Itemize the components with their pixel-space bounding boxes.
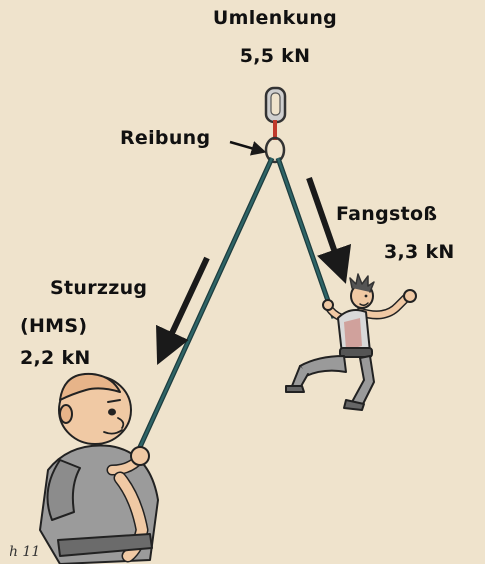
impact-force-value: 3,3 kN [384, 241, 455, 263]
friction-pointer-arrow [229, 140, 267, 156]
rope-to-climber-highlight [276, 157, 336, 319]
friction-label: Reibung [120, 127, 211, 149]
belayer-figure [39, 372, 159, 564]
impact-force-arrow [306, 177, 352, 284]
belay-force-value: 2,2 kN [20, 347, 91, 369]
anchor-title: Umlenkung [212, 7, 338, 29]
figure-caption: ph 11 [0, 544, 41, 560]
belay-force-title: Sturzzug [50, 277, 148, 299]
climber-figure [285, 273, 417, 411]
belay-force-arrow [156, 256, 210, 366]
anchor-force-value: 5,5 kN [239, 45, 311, 67]
rope-to-belayer-highlight [133, 157, 274, 459]
belay-device-label: (HMS) [20, 315, 88, 337]
impact-force-title: Fangstoß [336, 203, 438, 225]
